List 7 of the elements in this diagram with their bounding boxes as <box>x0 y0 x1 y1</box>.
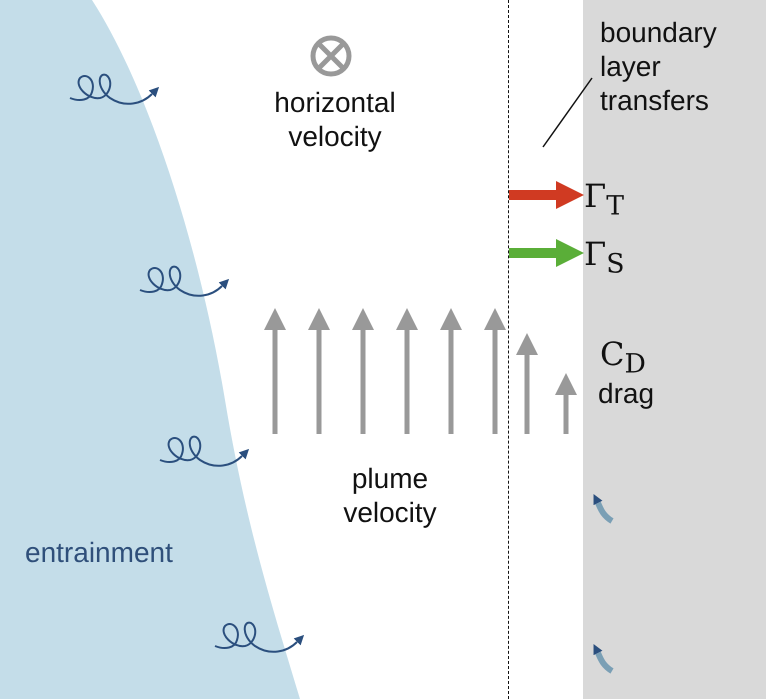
axis-label: plume velocity <box>342 462 438 530</box>
leader-line <box>542 78 593 148</box>
symbol-label: Γ$_{T}$ <box>584 178 624 224</box>
symbol-label: Γ$_{S}$ <box>584 236 624 282</box>
callout-text: boundary layer transfers <box>600 16 760 118</box>
axis-label: horizontal velocity <box>273 86 397 154</box>
text-label: entrainment <box>25 536 173 570</box>
